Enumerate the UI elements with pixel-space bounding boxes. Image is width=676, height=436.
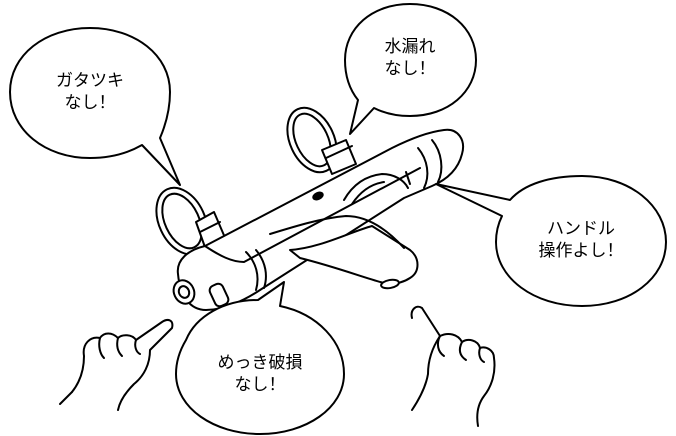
- bubble-text-rattle: ガタツキ なし！: [40, 70, 140, 114]
- thermostatic-faucet: [155, 106, 464, 311]
- speech-bubble-rattle: [9, 27, 181, 186]
- faucet-spout: [289, 225, 419, 285]
- bubble-plating-line1: めっき破損: [217, 353, 303, 373]
- bubble-rattle-line1: ガタツキ: [56, 71, 124, 91]
- speech-bubble-leak: [344, 3, 477, 135]
- speech-bubble-handle: [435, 175, 667, 307]
- rear-mount-leg: [286, 106, 357, 175]
- bubble-leak-line2: なし！: [384, 59, 436, 79]
- bubble-text-handle: ハンドル 操作よし！: [526, 218, 636, 262]
- bubble-handle-line1: ハンドル: [547, 219, 615, 239]
- speech-bubble-plating: [175, 281, 345, 435]
- bubble-rattle-line2: なし！: [64, 93, 116, 113]
- bubble-handle-line2: 操作よし！: [538, 241, 624, 261]
- pointing-hand-left: [59, 319, 174, 411]
- pointing-hand-right: [410, 305, 496, 427]
- bubble-leak-line1: 水漏れ: [384, 37, 436, 57]
- bubble-text-leak: 水漏れ なし！: [370, 36, 450, 80]
- bubble-text-plating: めっき破損 なし！: [205, 352, 315, 396]
- bubble-plating-line2: なし！: [234, 375, 286, 395]
